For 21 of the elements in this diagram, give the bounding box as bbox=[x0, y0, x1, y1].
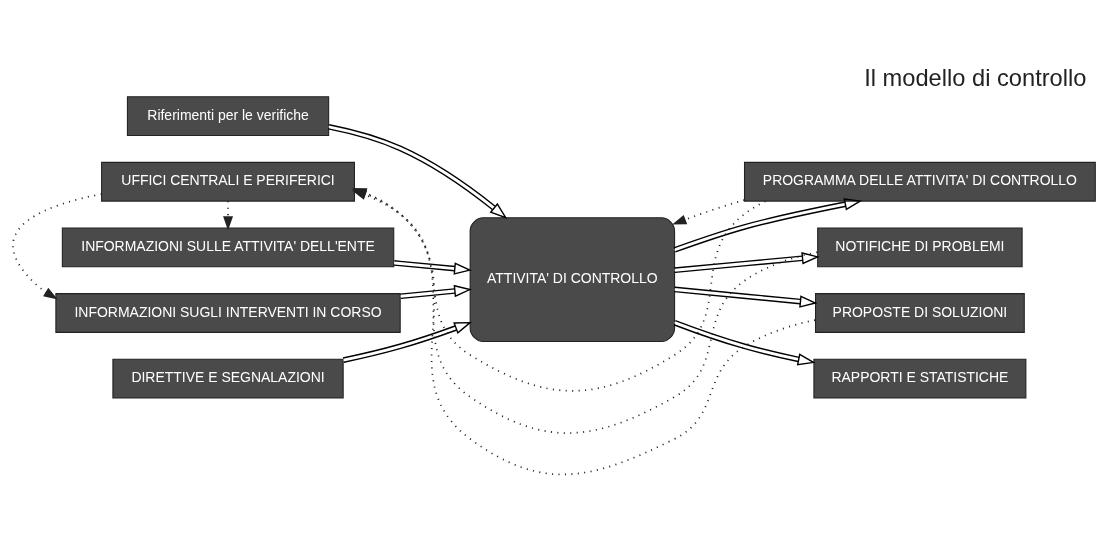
arrow bbox=[393, 260, 472, 275]
node-box: PROPOSTE DI SOLUZIONI bbox=[815, 293, 1025, 333]
node-box: INFORMAZIONI SULLE ATTIVITA' DELL'ENTE bbox=[61, 227, 395, 268]
arrow bbox=[673, 198, 863, 253]
arrow bbox=[673, 320, 816, 366]
arrow bbox=[12, 193, 103, 300]
node-box: Riferimenti per le verifiche bbox=[126, 96, 330, 136]
arrow bbox=[342, 321, 473, 363]
node-box: UFFICI CENTRALI E PERIFERICI bbox=[101, 161, 355, 202]
arrow bbox=[327, 124, 508, 220]
node-box: ATTIVITA' DI CONTROLLO bbox=[469, 217, 676, 343]
node-box: NOTIFICHE DI PROBLEMI bbox=[817, 227, 1023, 268]
diagram-title: Il modello di controllo bbox=[864, 64, 1087, 91]
node-box: RAPPORTI E STATISTICHE bbox=[813, 358, 1027, 399]
arrow bbox=[673, 286, 818, 308]
node-box: DIRETTIVE E SEGNALAZIONI bbox=[112, 358, 344, 399]
arrow bbox=[673, 252, 820, 274]
node-box: INFORMAZIONI SUGLI INTERVENTI IN CORSO bbox=[55, 293, 401, 333]
arrow bbox=[399, 284, 472, 300]
arrow bbox=[672, 199, 746, 225]
node-box: PROGRAMMA DELLE ATTIVITA' DI CONTROLLO bbox=[743, 161, 1096, 202]
